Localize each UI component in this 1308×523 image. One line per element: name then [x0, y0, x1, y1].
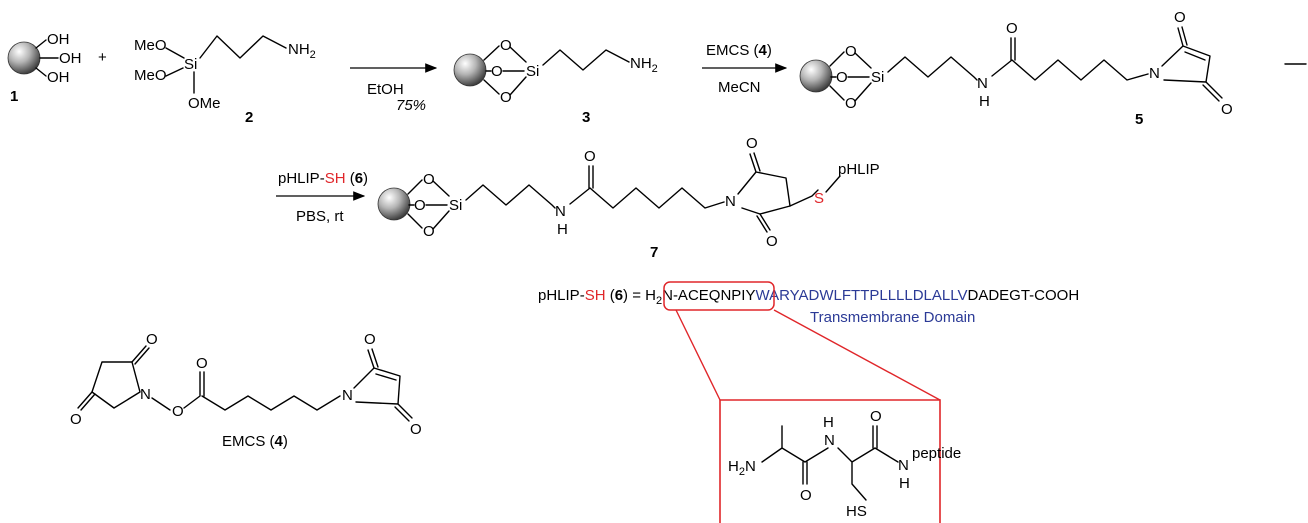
atom-h2n: H2N: [728, 458, 756, 478]
step2-reagent: EMCS (4): [706, 42, 772, 59]
silica-bead-icon: [377, 187, 411, 221]
atom-h: H: [899, 475, 910, 492]
atom-phlip: pHLIP: [838, 161, 880, 178]
highlight-box: [663, 281, 775, 311]
compound-label-5: 5: [1135, 111, 1143, 128]
tripeptide-structure: H2N O N H O N H peptide HS: [728, 408, 961, 520]
atom-o: O: [423, 223, 435, 240]
silica-bead-icon: [453, 53, 487, 87]
reaction-arrow-1: EtOH 75%: [350, 63, 438, 114]
atom-o: O: [491, 63, 503, 80]
zoom-lines: [675, 309, 941, 401]
atom-nh2: NH2: [288, 41, 316, 61]
atom-o: O: [70, 411, 82, 428]
emcs-structure: O O N O O N O O EMCS (4): [70, 331, 422, 450]
compound-label-2: 2: [245, 109, 253, 126]
atom-si: Si: [871, 69, 884, 86]
atom-h: H: [979, 93, 990, 110]
atom-o: O: [172, 403, 184, 420]
atom-o: O: [410, 421, 422, 438]
atom-oh: OH: [59, 50, 82, 67]
atom-n: N: [140, 386, 151, 403]
atom-o: O: [1174, 9, 1186, 26]
reaction-arrow-2: EMCS (4) MeCN: [702, 42, 788, 96]
atom-oh: OH: [47, 69, 70, 86]
zoom-box: [719, 399, 941, 523]
compound-3: O O O Si NH2 3: [453, 37, 658, 126]
silica-bead-icon: [7, 41, 41, 75]
atom-o: O: [364, 331, 376, 348]
atom-n: N: [555, 203, 566, 220]
atom-o: O: [800, 487, 812, 504]
atom-ome: OMe: [188, 95, 221, 112]
atom-si: Si: [526, 63, 539, 80]
compound-1: OH OH OH 1: [7, 31, 82, 105]
phlip-sequence: pHLIP-SH (6) = H2N-ACEQNPIYWARYADWLFTTPL…: [538, 281, 1079, 523]
atom-si: Si: [449, 197, 462, 214]
compound-label-3: 3: [582, 109, 590, 126]
atom-hs: HS: [846, 503, 867, 520]
atom-h: H: [557, 221, 568, 238]
atom-nh2: NH2: [630, 55, 658, 75]
atom-meo: MeO: [134, 67, 167, 84]
compound-label-7: 7: [650, 244, 658, 261]
atom-o: O: [500, 89, 512, 106]
atom-o: O: [836, 69, 848, 86]
atom-s: S: [814, 190, 824, 207]
atom-o: O: [870, 408, 882, 425]
atom-oh: OH: [47, 31, 70, 48]
step3-solvent: PBS, rt: [296, 208, 344, 225]
atom-n: N: [898, 457, 909, 474]
compound-2: MeO MeO Si OMe NH2 2: [134, 35, 316, 126]
step2-solvent: MeCN: [718, 79, 761, 96]
atom-h: H: [823, 414, 834, 431]
atom-n: N: [342, 387, 353, 404]
atom-n: N: [977, 75, 988, 92]
atom-o: O: [845, 95, 857, 112]
atom-o: O: [414, 197, 426, 214]
atom-o: O: [746, 135, 758, 152]
atom-meo: MeO: [134, 37, 167, 54]
atom-n: N: [1149, 65, 1160, 82]
transmembrane-domain-label: Transmembrane Domain: [810, 309, 975, 326]
atom-o: O: [845, 43, 857, 60]
reaction-arrow-3: pHLIP-SH (6) PBS, rt: [276, 170, 368, 225]
atom-si: Si: [184, 56, 197, 73]
emcs-label: EMCS (4): [222, 433, 288, 450]
atom-o: O: [584, 148, 596, 165]
atom-o: O: [500, 37, 512, 54]
step3-reagent: pHLIP-SH (6): [278, 170, 368, 187]
atom-n: N: [725, 193, 736, 210]
compound-7: O O O Si N H O N O O S pHLIP 7: [377, 135, 880, 261]
step1-yield: 75%: [396, 97, 426, 114]
atom-o: O: [196, 355, 208, 372]
plus-sign: +: [98, 49, 107, 66]
compound-label-1: 1: [10, 88, 18, 105]
atom-o: O: [146, 331, 158, 348]
atom-o: O: [1221, 101, 1233, 118]
compound-5: O O O Si N H O N O O 5: [799, 9, 1307, 128]
atom-o: O: [766, 233, 778, 250]
atom-n: N: [824, 432, 835, 449]
atom-o: O: [1006, 20, 1018, 37]
atom-o: O: [423, 171, 435, 188]
peptide-label: peptide: [912, 445, 961, 462]
step1-reagent: EtOH: [367, 81, 404, 98]
sequence-text: pHLIP-SH (6) = H2N-ACEQNPIYWARYADWLFTTPL…: [538, 287, 1079, 307]
silica-bead-icon: [799, 59, 833, 93]
